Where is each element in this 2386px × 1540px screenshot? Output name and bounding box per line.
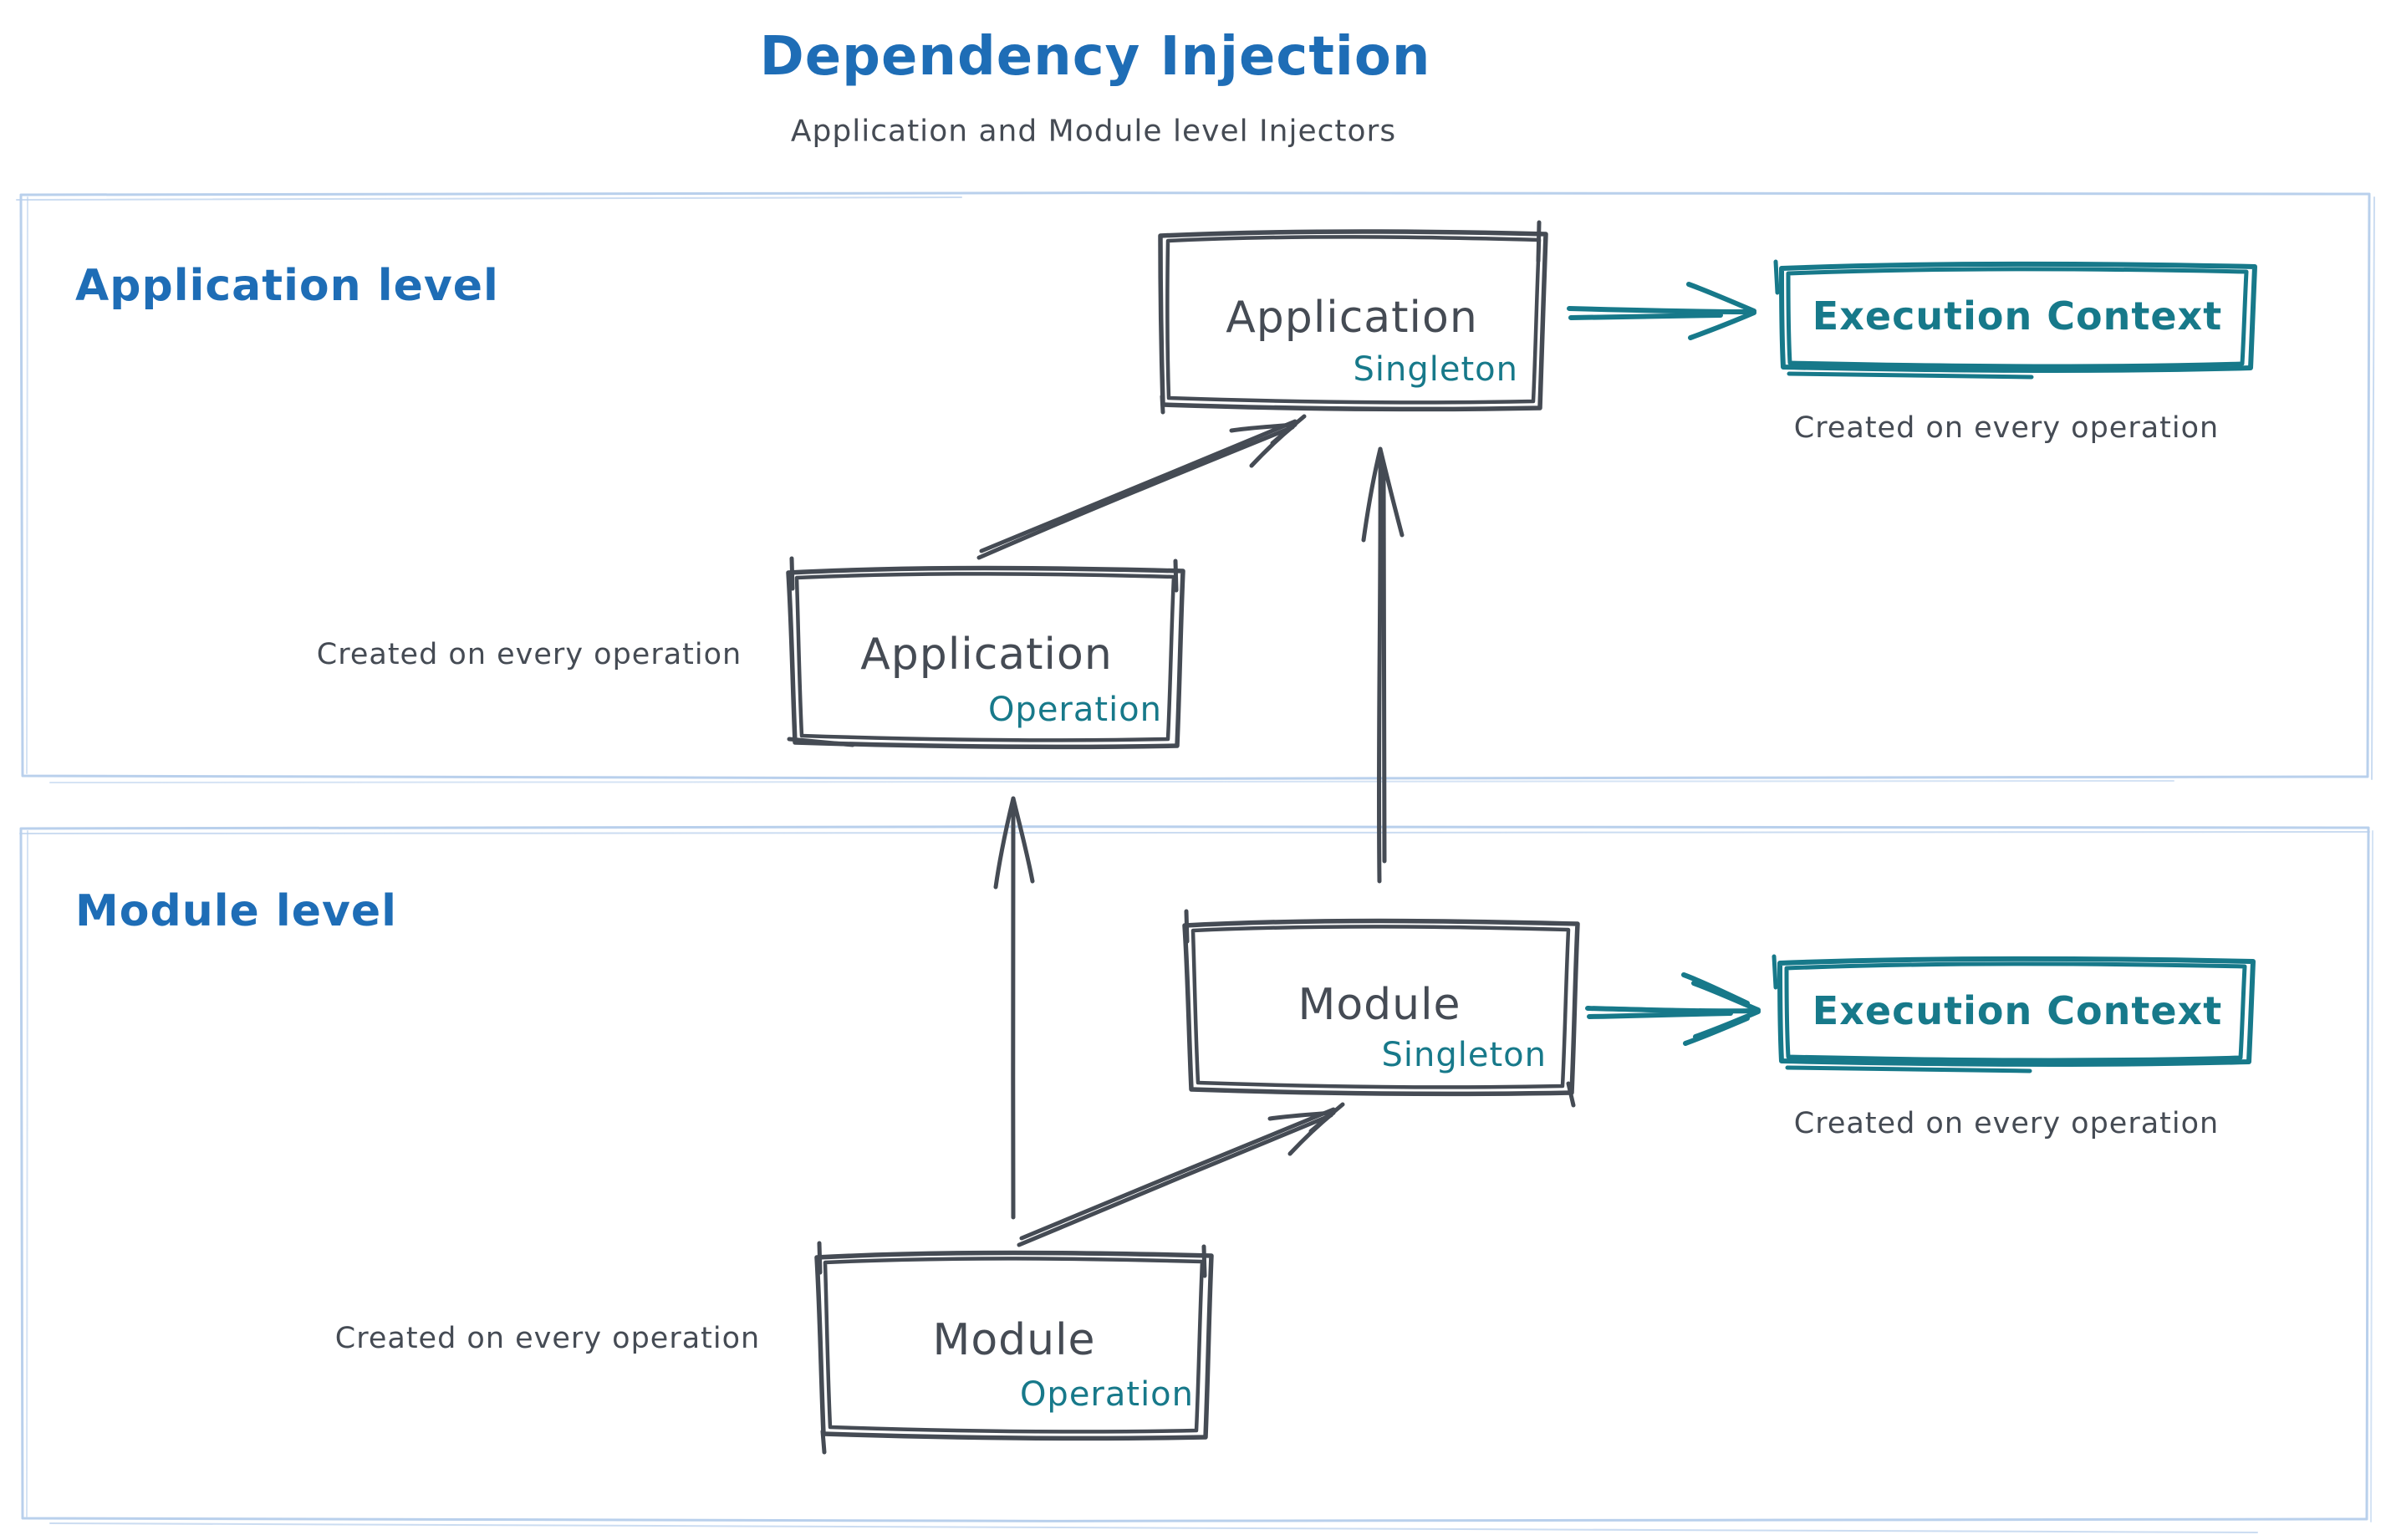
application-execution-context-label: Execution Context <box>1812 293 2223 339</box>
module-singleton-title: Module <box>1298 980 1461 1030</box>
module-singleton-scope: Singleton <box>1381 1036 1547 1074</box>
application-singleton-box <box>1158 220 1548 415</box>
application-execution-context-caption: Created on every operation <box>1793 411 2220 445</box>
module-execution-context-box <box>1772 954 2256 1073</box>
application-operation-scope: Operation <box>987 691 1162 729</box>
module-execution-context-label: Execution Context <box>1812 988 2223 1033</box>
application-operation-box <box>786 556 1185 750</box>
application-singleton-title: Application <box>1226 293 1478 343</box>
arrow-module-singleton-to-app-singleton <box>1361 446 1405 884</box>
application-singleton-scope: Singleton <box>1353 350 1518 389</box>
module-level-label: Module level <box>75 886 397 936</box>
module-operation-box <box>814 1241 1214 1455</box>
module-execution-context-caption: Created on every operation <box>1793 1107 2220 1140</box>
module-level-container <box>19 825 2373 1533</box>
module-singleton-box <box>1182 909 1580 1108</box>
application-execution-context-box <box>1773 259 2257 380</box>
module-operation-title: Module <box>932 1315 1096 1365</box>
application-level-label: Application level <box>75 261 499 311</box>
application-level-container <box>16 191 2375 783</box>
arrow-module-operation-to-app-operation <box>993 796 1035 1220</box>
arrow-module-singleton-to-execution-context <box>1585 972 1761 1046</box>
arrow-app-operation-to-app-singleton <box>976 414 1307 560</box>
arrow-module-operation-to-module-singleton <box>1017 1102 1345 1247</box>
module-operation-caption: Created on every operation <box>334 1322 761 1355</box>
application-operation-caption: Created on every operation <box>316 638 742 671</box>
page-subtitle: Application and Module level Injectors <box>790 114 1397 149</box>
application-operation-title: Application <box>860 630 1113 680</box>
module-operation-scope: Operation <box>1019 1375 1194 1414</box>
page-title: Dependency Injection <box>759 26 1431 88</box>
arrow-app-singleton-to-execution-context <box>1567 282 1756 340</box>
